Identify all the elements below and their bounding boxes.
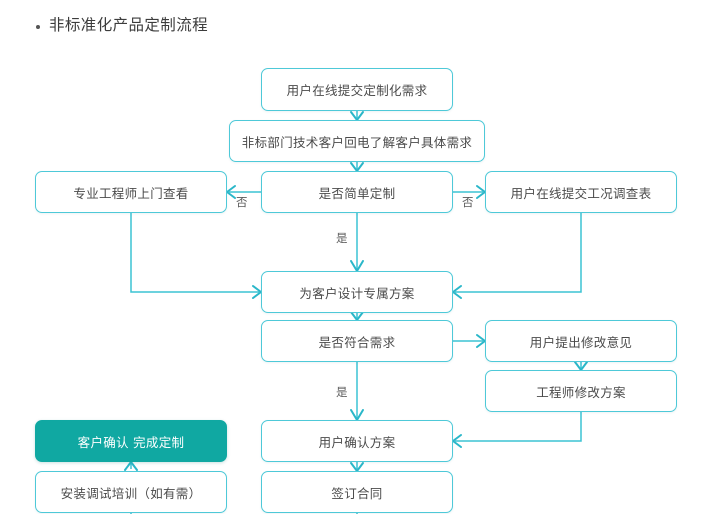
- arrowhead-n3-n5: [476, 185, 486, 199]
- arrowhead-n6-n7: [350, 311, 364, 321]
- edge-n9-n10: [455, 412, 582, 442]
- arrowhead-n4-n6: [252, 285, 262, 299]
- arrowhead-n5-n6: [452, 285, 462, 299]
- arrowhead-n7-n8: [476, 334, 486, 348]
- node-user-confirm-plan[interactable]: 用户确认方案: [261, 420, 453, 462]
- arrowhead-n9-n10: [452, 434, 462, 448]
- arrowhead-n1-n2: [350, 111, 364, 121]
- edge-n4-n6: [130, 213, 259, 293]
- node-user-revision-feedback[interactable]: 用户提出修改意见: [485, 320, 677, 362]
- node-customer-confirm-complete[interactable]: 客户确认 完成定制: [35, 420, 227, 462]
- edge-n5-n6: [455, 213, 582, 293]
- node-design-exclusive-plan[interactable]: 为客户设计专属方案: [261, 271, 453, 313]
- arrowhead-n13-n12: [124, 461, 138, 471]
- arrowhead-n7-n10: [350, 409, 364, 421]
- node-engineer-site-visit[interactable]: 专业工程师上门查看: [35, 171, 227, 213]
- node-install-debug-training[interactable]: 安装调试培训（如有需）: [35, 471, 227, 513]
- node-technical-callback[interactable]: 非标部门技术客户回电了解客户具体需求: [229, 120, 485, 162]
- node-engineer-revise-plan[interactable]: 工程师修改方案: [485, 370, 677, 412]
- edge-label-yes-upper: 是: [336, 231, 348, 245]
- arrowhead-n3-n6: [350, 260, 364, 272]
- bullet-icon: [36, 24, 40, 29]
- edge-label-no-right: 否: [462, 195, 474, 209]
- node-submit-custom-request[interactable]: 用户在线提交定制化需求: [261, 68, 453, 111]
- edge-label-no-left: 否: [236, 195, 248, 209]
- edge-label-yes-lower: 是: [336, 385, 348, 399]
- arrowhead-n8-n9: [574, 361, 588, 371]
- arrowhead-n3-n4: [226, 185, 236, 199]
- page-title-label: 非标准化产品定制流程: [49, 16, 209, 34]
- node-decision-meets-requirements[interactable]: 是否符合需求: [261, 320, 453, 362]
- node-decision-simple-custom[interactable]: 是否简单定制: [261, 171, 453, 213]
- arrowhead-n10-n11: [350, 462, 364, 472]
- node-sign-contract[interactable]: 签订合同: [261, 471, 453, 513]
- arrowhead-n2-n3: [350, 162, 364, 172]
- node-submit-condition-survey[interactable]: 用户在线提交工况调查表: [485, 171, 677, 213]
- page-title: 非标准化产品定制流程: [36, 16, 209, 34]
